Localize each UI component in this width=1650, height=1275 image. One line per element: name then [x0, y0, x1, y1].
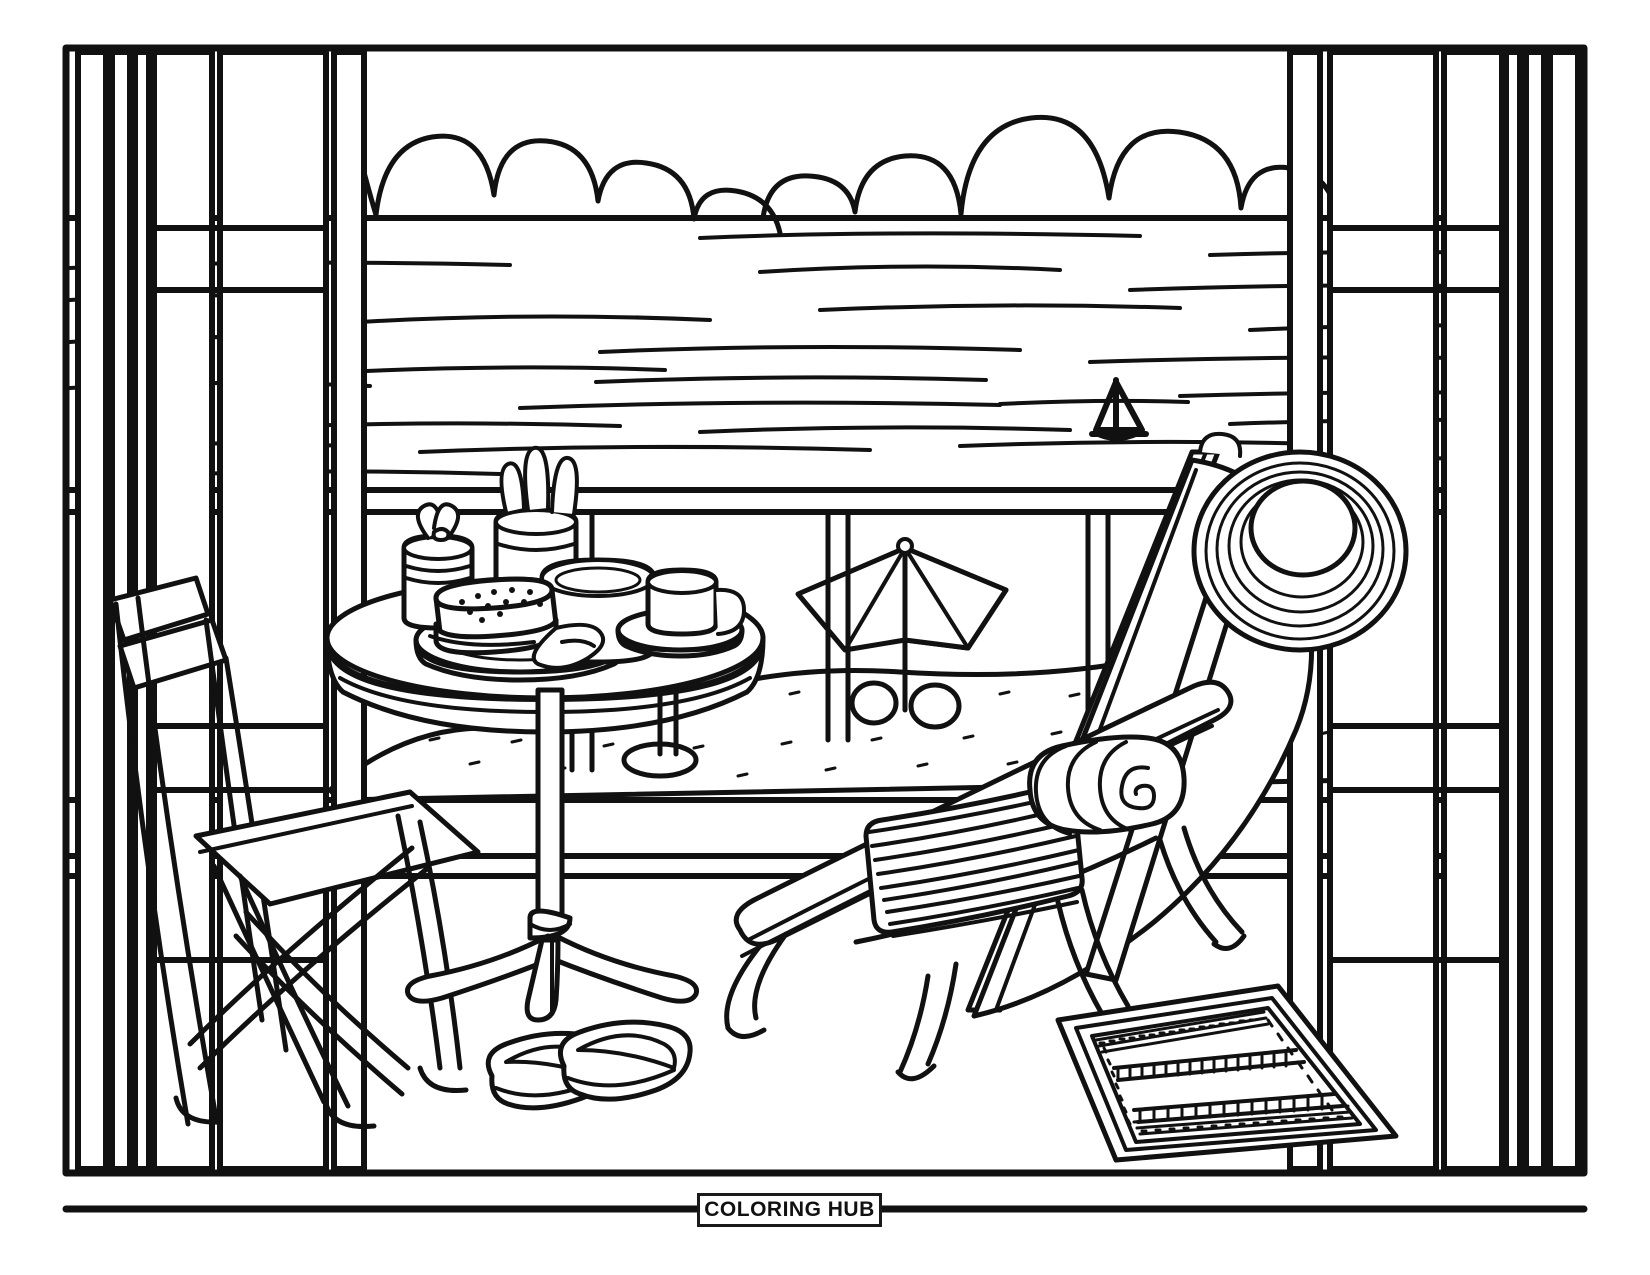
floor-rug [1055, 983, 1399, 1163]
cloud-left [333, 52, 783, 236]
butter-knife [531, 622, 605, 670]
cloud-right [760, 114, 1340, 223]
folded-towel [863, 782, 1085, 938]
toast-sandwich [428, 576, 559, 656]
beach-rock [908, 682, 962, 730]
watermark-label: COLORING HUB [704, 1198, 875, 1221]
beach-rock [849, 680, 899, 726]
frame-rails-left [151, 225, 329, 963]
sun-hat-brim-ring [1204, 461, 1396, 641]
breadstick-cup [493, 445, 579, 619]
slippers [485, 1019, 693, 1111]
rug-stripes [1112, 1048, 1344, 1124]
sun-hat [1191, 449, 1409, 653]
table-pedestal [535, 687, 565, 921]
rolled-towel [1027, 734, 1187, 836]
watermark-badge: COLORING HUB [697, 1193, 882, 1227]
sun-hat-brim-ring [1215, 470, 1385, 628]
frame-rails-right [1327, 225, 1505, 963]
sailboat-icon [1089, 377, 1149, 441]
outer-frame-border [62, 44, 1588, 1177]
folding-chair [107, 575, 481, 1130]
sun-hat-crown [1248, 478, 1358, 578]
table-items [401, 445, 746, 683]
teacup [615, 567, 746, 659]
toast-seeds [459, 587, 543, 623]
slipper-right-strap [576, 1033, 677, 1070]
